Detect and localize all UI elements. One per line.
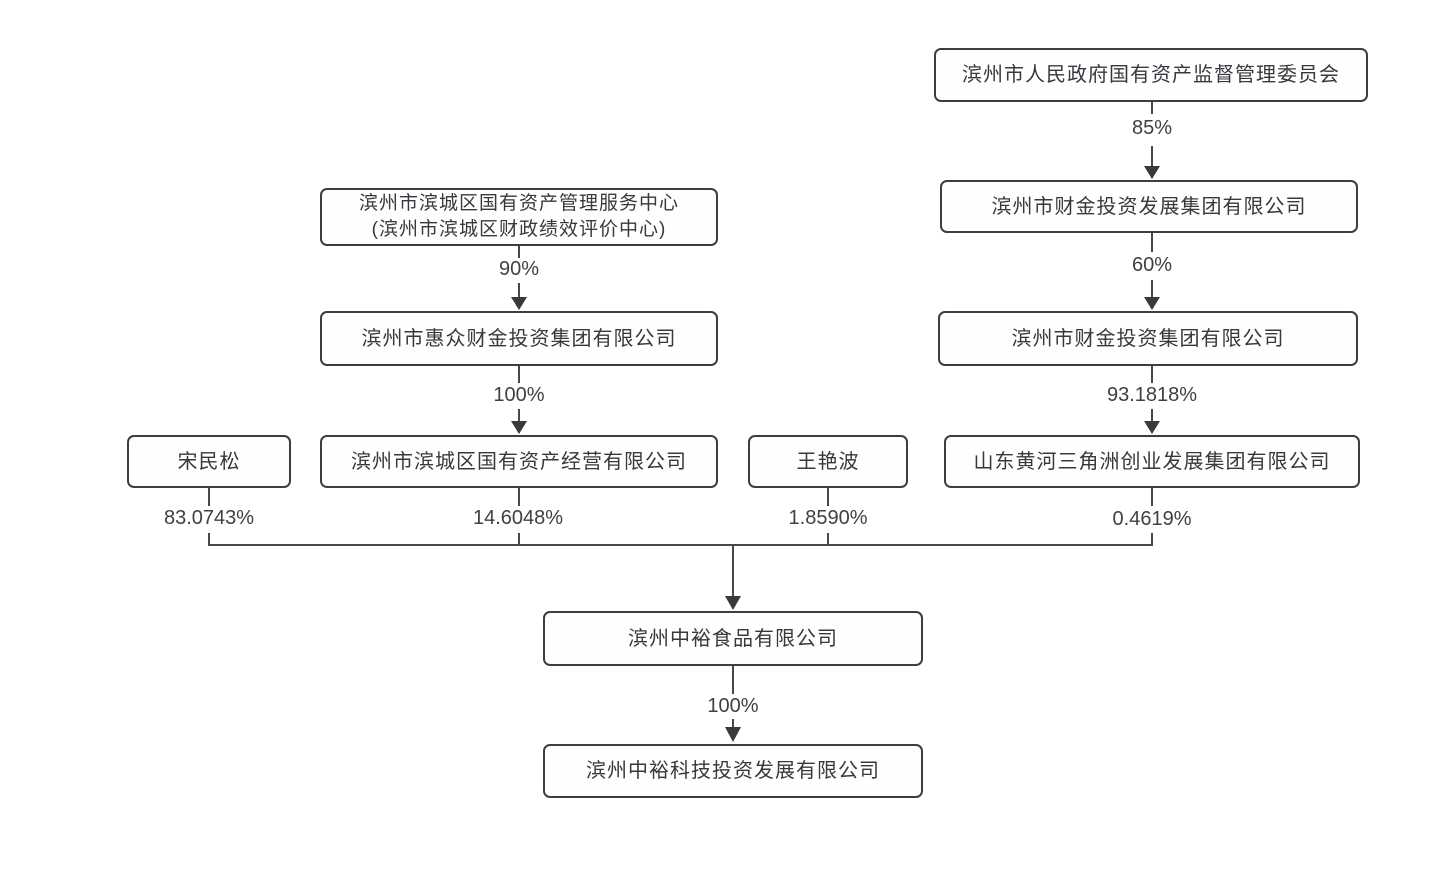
edge-label-wang-to-food: 1.8590% <box>785 507 871 530</box>
node-zhongyu-tech: 滨州中裕科技投资发展有限公司 <box>543 744 923 798</box>
node-sasac: 滨州市人民政府国有资产监督管理委员会 <box>934 48 1368 102</box>
arrowhead-down-icon <box>511 421 527 434</box>
node-bincheng-assets: 滨州市滨城区国有资产经营有限公司 <box>320 435 718 488</box>
node-caijin-group-label: 滨州市财金投资集团有限公司 <box>1011 327 1285 350</box>
edge-label-caijin-group-to-yellow-river: 93.1818% <box>1103 384 1201 407</box>
node-caijin-dev: 滨州市财金投资发展集团有限公司 <box>940 180 1358 233</box>
edge-label-huizhong-to-bincheng-assets: 100% <box>490 384 548 407</box>
edge-label-food-to-tech: 100% <box>704 695 762 718</box>
arrowhead-down-icon <box>1144 297 1160 310</box>
node-huizhong-label: 滨州市惠众财金投资集团有限公司 <box>361 327 677 350</box>
node-bincheng-assets-label: 滨州市滨城区国有资产经营有限公司 <box>351 450 687 473</box>
node-huizhong: 滨州市惠众财金投资集团有限公司 <box>320 311 718 366</box>
arrowhead-down-icon <box>1144 421 1160 434</box>
edge-bincheng-center-to-huizhong <box>511 246 527 310</box>
edge-label-assets-to-food: 14.6048% <box>469 507 567 530</box>
arrowhead-down-icon <box>1144 166 1160 179</box>
node-yellow-river-label: 山东黄河三角洲创业发展集团有限公司 <box>973 450 1331 473</box>
node-bincheng-center-label-line1: 滨州市滨城区国有资产管理服务中心 <box>358 193 679 214</box>
arrowhead-down-icon <box>511 297 527 310</box>
arrowhead-down-icon <box>725 727 741 742</box>
edge-label-song-to-food: 83.0743% <box>160 507 258 530</box>
edge-bus-to-zhongyu-food <box>208 544 1153 610</box>
node-zhongyu-food-label: 滨州中裕食品有限公司 <box>628 627 838 650</box>
edge-caijin-group-to-yellow-river <box>1144 366 1160 434</box>
edge-label-yellow-river-to-food: 0.4619% <box>1109 508 1195 531</box>
node-caijin-dev-label: 滨州市财金投资发展集团有限公司 <box>991 195 1307 218</box>
node-wang-yanbo-label: 王艳波 <box>796 450 860 473</box>
node-song-minsong-label: 宋民松 <box>177 450 241 473</box>
node-wang-yanbo: 王艳波 <box>748 435 908 488</box>
node-bincheng-center-label-line2: (滨州市滨城区财政绩效评价中心) <box>371 219 667 240</box>
edge-label-caijin-dev-to-caijin-group: 60% <box>1128 254 1176 277</box>
node-sasac-label: 滨州市人民政府国有资产监督管理委员会 <box>962 64 1340 86</box>
node-song-minsong: 宋民松 <box>127 435 291 488</box>
node-zhongyu-food: 滨州中裕食品有限公司 <box>543 611 923 666</box>
node-bincheng-center: 滨州市滨城区国有资产管理服务中心 (滨州市滨城区财政绩效评价中心) <box>320 188 718 246</box>
arrowhead-down-icon <box>725 596 741 610</box>
node-yellow-river: 山东黄河三角洲创业发展集团有限公司 <box>944 435 1360 488</box>
edge-huizhong-to-bincheng-assets <box>511 366 527 434</box>
node-zhongyu-tech-label: 滨州中裕科技投资发展有限公司 <box>586 760 880 782</box>
node-caijin-group: 滨州市财金投资集团有限公司 <box>938 311 1358 366</box>
edge-label-sasac-to-caijin-dev: 85% <box>1128 117 1176 140</box>
edge-food-to-tech <box>725 666 741 742</box>
edge-label-bincheng-center-to-huizhong: 90% <box>495 258 543 281</box>
edge-sasac-to-caijin-dev <box>1144 102 1160 179</box>
edge-caijin-dev-to-caijin-group <box>1144 233 1160 310</box>
